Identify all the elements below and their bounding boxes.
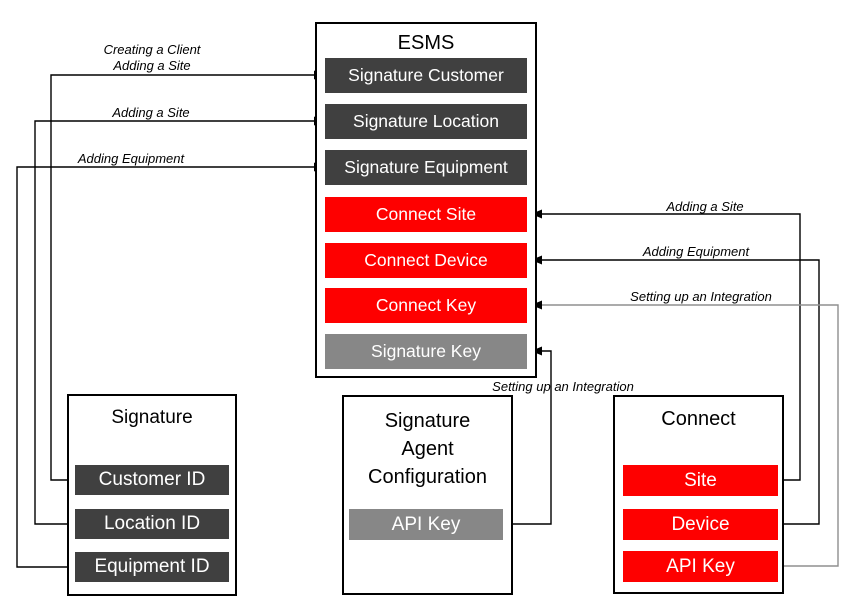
connect-title: Connect: [661, 408, 736, 430]
esms-item-signature-key: Signature Key: [325, 334, 527, 369]
arrow-label-adding-equipment-right: Adding Equipment: [642, 244, 750, 259]
agent-config-title: Signature Agent Configuration: [344, 407, 511, 491]
esms-item-connect-key: Connect Key: [325, 288, 527, 323]
arrow-label-setting-integration-right: Setting up an Integration: [630, 289, 772, 304]
connect-item-device: Device: [623, 509, 778, 540]
agent-config-title-line-3: Configuration: [368, 466, 487, 488]
agent-config-title-line-1: Signature: [384, 410, 471, 432]
esms-title: ESMS: [397, 32, 455, 54]
signature-title: Signature: [111, 407, 193, 428]
esms-item-signature-customer: Signature Customer: [325, 58, 527, 93]
esms-item-connect-device: Connect Device: [325, 243, 527, 278]
arrow-label-creating-client: Creating a Client Adding a Site: [104, 42, 201, 74]
connect-item-api-key: API Key: [623, 551, 778, 582]
signature-item-location-id: Location ID: [75, 509, 229, 539]
arrow-label-creating-client-line2: Adding a Site: [113, 58, 191, 73]
arrow-label-adding-site-left: Adding a Site: [112, 105, 190, 120]
arrow-label-adding-site-right: Adding a Site: [666, 199, 744, 214]
arrow-label-adding-equipment-left: Adding Equipment: [77, 151, 185, 166]
agent-config-item-api-key: API Key: [349, 509, 503, 540]
arrow-label-creating-client-line1: Creating a Client: [103, 42, 201, 57]
arrow-label-setting-integration-bottom: Setting up an Integration: [492, 379, 634, 394]
connect-item-site: Site: [623, 465, 778, 496]
esms-item-signature-location: Signature Location: [325, 104, 527, 139]
agent-config-box: Signature Agent Configuration: [342, 395, 513, 595]
esms-item-signature-equipment: Signature Equipment: [325, 150, 527, 185]
signature-item-customer-id: Customer ID: [75, 465, 229, 495]
esms-item-connect-site: Connect Site: [325, 197, 527, 232]
agent-config-title-line-2: Agent: [401, 438, 454, 460]
signature-item-equipment-id: Equipment ID: [75, 552, 229, 582]
